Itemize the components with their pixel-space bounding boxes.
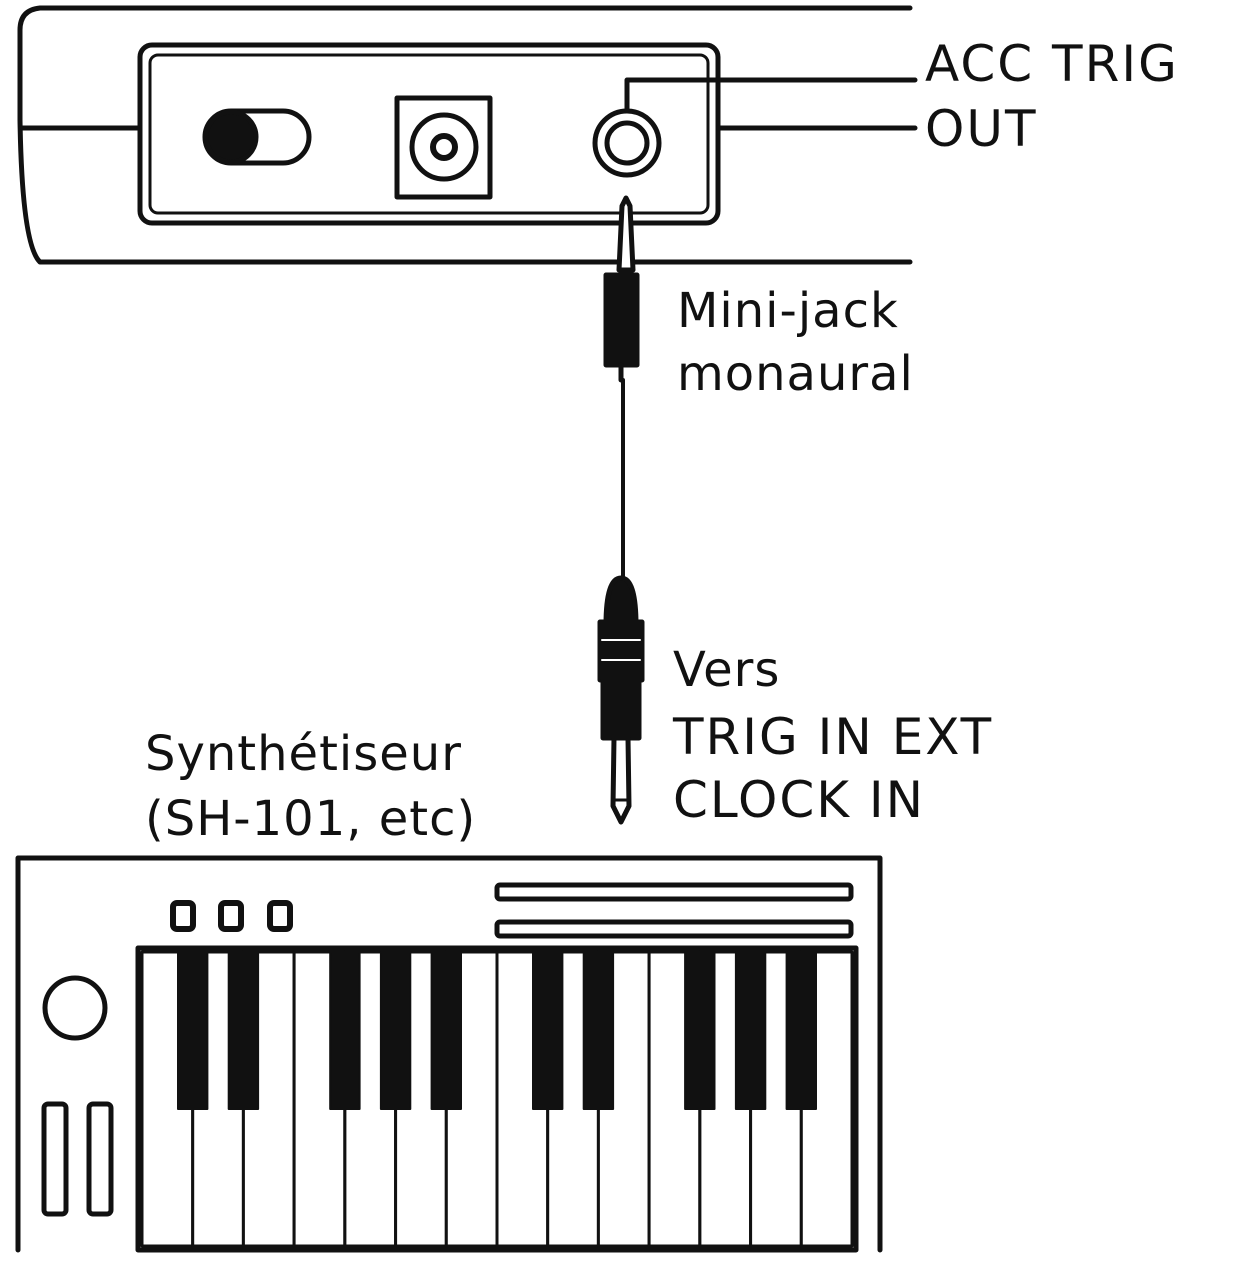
switch-knob (203, 109, 259, 165)
label-clock-in: CLOCK IN (673, 771, 926, 829)
black-key[interactable] (430, 951, 463, 1110)
plug-top-tip (616, 195, 636, 273)
black-key[interactable] (532, 951, 564, 1110)
keyboard-frame (135, 945, 859, 1253)
plug-bottom-body (600, 677, 642, 741)
synth-slider-panel-2 (494, 919, 854, 939)
black-key[interactable] (177, 951, 209, 1110)
socket-ring (409, 112, 479, 182)
black-key[interactable] (329, 951, 361, 1110)
label-monaural: monaural (677, 346, 914, 402)
acc-trig-out-jack[interactable] (592, 108, 662, 178)
rhythm-machine-body (17, 5, 913, 265)
synth-volume-knob[interactable] (42, 975, 108, 1041)
label-trig-in-ext: TRIG IN EXT (673, 708, 994, 766)
plug-bottom-cap (603, 575, 639, 628)
synth-button-3[interactable] (267, 900, 293, 932)
socket-pin (430, 133, 458, 161)
black-key[interactable] (684, 951, 716, 1110)
black-key[interactable] (734, 951, 767, 1110)
black-key[interactable] (379, 951, 412, 1110)
label-synth-models: (SH-101, etc) (145, 791, 477, 847)
label-out: OUT (925, 100, 1038, 158)
synthesizer-body (15, 855, 883, 1253)
label-synthesizer: Synthétiseur (145, 726, 462, 782)
connector-panel-outer (137, 42, 721, 226)
socket-frame (394, 95, 493, 200)
synth-button-2[interactable] (218, 900, 244, 932)
synth-bender-right[interactable] (86, 1101, 114, 1217)
jack-inner-ring (604, 120, 650, 166)
black-key[interactable] (582, 951, 615, 1110)
synth-button-1[interactable] (170, 900, 196, 932)
connector-panel-inner (148, 53, 710, 215)
plug-bottom-grip (597, 619, 645, 683)
synth-slider-panel-1 (494, 882, 854, 902)
synth-outline (15, 855, 883, 1253)
synth-bender-left[interactable] (41, 1101, 69, 1217)
label-vers: Vers (673, 642, 781, 698)
leader-line-acc-trig (624, 77, 918, 114)
machine-outline (17, 5, 913, 265)
label-mini-jack: Mini-jack (677, 283, 899, 339)
mini-jack-plug-bottom (597, 575, 645, 825)
plug-top-body (603, 272, 640, 368)
label-acc-trig: ACC TRIG (925, 35, 1179, 93)
power-socket (394, 95, 493, 200)
black-key[interactable] (227, 951, 260, 1110)
mini-jack-plug-top (603, 195, 640, 383)
black-key[interactable] (785, 951, 817, 1110)
plug-bottom-tip (610, 735, 632, 825)
toggle-switch[interactable] (202, 108, 312, 166)
piano-keyboard[interactable] (140, 950, 854, 1248)
